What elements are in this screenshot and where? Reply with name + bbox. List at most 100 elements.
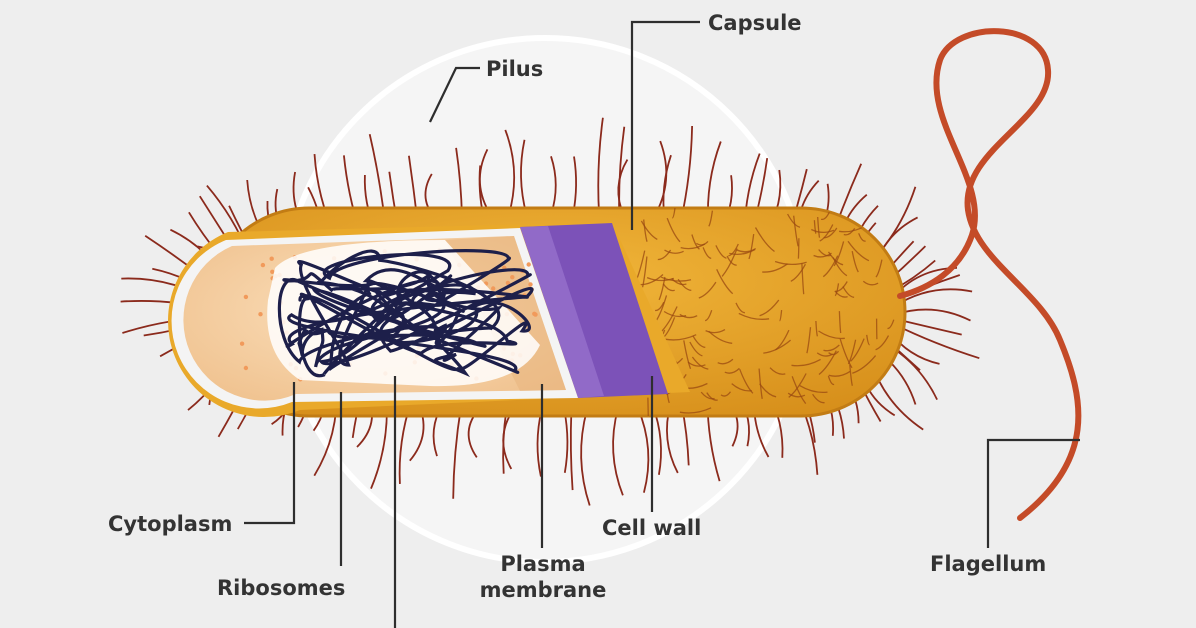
capsule-texture-stroke	[813, 252, 832, 258]
cytoplasm-leader	[244, 382, 296, 525]
capsule-texture-stroke	[762, 263, 788, 273]
capsule-texture-stroke	[698, 281, 717, 299]
capsule-texture-stroke	[660, 276, 692, 282]
ribosome-dot	[526, 262, 531, 267]
pilus-strand	[580, 409, 591, 506]
capsule-texture-stroke	[702, 247, 712, 260]
capsule-texture-stroke	[715, 245, 727, 259]
capsule-texture-stroke	[662, 283, 675, 292]
capsule-texture-stroke	[666, 217, 681, 243]
capsule-texture-stroke	[683, 340, 692, 370]
capsule-texture-stroke	[679, 313, 698, 319]
capsule-texture-stroke	[842, 286, 855, 298]
capsule-texture-stroke	[679, 407, 712, 414]
capsule-texture-stroke	[851, 250, 859, 273]
capsule-texture-stroke	[815, 320, 819, 337]
capsule-texture-stroke	[822, 255, 839, 278]
capsule-texture-stroke	[647, 397, 650, 416]
capsule-texture-stroke	[833, 241, 845, 267]
ribosome-dot	[505, 280, 511, 286]
pilus-leader	[429, 66, 480, 123]
capsule-texture-stroke	[738, 312, 770, 320]
capsule-texture-stroke	[779, 310, 783, 322]
capsule-texture-stroke	[832, 257, 848, 277]
capsule-texture-stroke	[858, 233, 866, 242]
label-pilus: Pilus	[486, 57, 543, 81]
capsule-texture-stroke	[724, 367, 740, 374]
capsule-texture-stroke	[700, 391, 715, 400]
capsule-texture-stroke	[731, 383, 752, 392]
flagellum	[897, 28, 1082, 521]
pilus-strand	[597, 117, 604, 215]
capsule-texture-stroke	[827, 375, 835, 386]
capsule-texture-stroke	[849, 364, 853, 386]
capsule-texture-stroke	[671, 278, 687, 286]
ribosome-dot	[528, 282, 533, 287]
capsule-texture-stroke	[640, 220, 658, 240]
capsule-texture-stroke	[847, 240, 870, 262]
capsule-texture-stroke	[787, 392, 806, 398]
capsule-texture-stroke	[818, 350, 837, 376]
capsule-texture-stroke	[708, 210, 714, 227]
capsule-texture-stroke	[875, 259, 883, 278]
capsule-texture-stroke	[708, 330, 733, 344]
ribosome-dot	[491, 286, 496, 291]
capsule-texture-stroke	[729, 248, 756, 255]
label-ribosomes: Ribosomes	[217, 576, 345, 600]
capsule-texture-stroke	[799, 385, 828, 394]
capsule-texture-stroke	[834, 283, 840, 297]
capsule-texture-stroke	[862, 280, 879, 286]
capsule-texture-stroke	[735, 302, 745, 314]
capsule-texture-stroke	[721, 248, 738, 277]
capsule-texture-stroke	[758, 368, 763, 400]
capsule-leader	[630, 20, 700, 230]
ribosome-dot	[243, 294, 249, 300]
capsule-texture-stroke	[774, 260, 807, 266]
capsule-texture-stroke	[657, 249, 672, 261]
ribosome-dot	[239, 341, 245, 346]
capsule-texture-stroke	[834, 290, 848, 298]
capsule-texture-stroke	[748, 234, 755, 260]
ribosome-dot	[269, 256, 274, 261]
capsule-texture-stroke	[643, 219, 648, 242]
ribosome-dot	[243, 365, 249, 371]
capsule-texture-stroke	[813, 220, 817, 234]
label-cell-wall: Cell wall	[602, 516, 701, 540]
capsule-texture-stroke	[726, 255, 737, 266]
capsule-texture-stroke	[720, 391, 732, 397]
capsule-texture-stroke	[717, 358, 734, 365]
capsule-texture-stroke	[887, 319, 895, 330]
label-capsule: Capsule	[708, 11, 802, 35]
capsule-texture-stroke	[687, 361, 706, 367]
capsule-texture-stroke	[793, 215, 799, 247]
capsule-texture-stroke	[817, 216, 821, 238]
capsule-texture-stroke	[872, 216, 892, 229]
capsule-texture-stroke	[819, 224, 834, 242]
ribosome-dot	[533, 312, 538, 317]
dna-strand	[277, 249, 534, 378]
capsule-texture-stroke	[704, 309, 713, 322]
capsule-texture-stroke	[839, 338, 853, 369]
capsule-texture-stroke	[672, 208, 676, 219]
nucleoid	[277, 249, 534, 378]
capsule-texture-stroke	[875, 335, 890, 351]
capsule-texture-stroke	[791, 376, 807, 404]
capsule-texture-stroke	[811, 228, 835, 234]
capsule-texture-stroke	[850, 338, 865, 362]
label-plasma-membrane-line2: membrane	[480, 578, 607, 602]
capsule-texture-stroke	[759, 299, 780, 317]
capsule-texture-stroke	[705, 329, 726, 334]
capsule-texture-stroke	[640, 274, 664, 286]
capsule-texture-stroke	[889, 385, 895, 395]
capsule-texture-stroke	[646, 276, 675, 282]
ribosome-dot	[260, 262, 266, 268]
capsule-texture-stroke	[852, 355, 877, 374]
capsule-texture-stroke	[658, 276, 666, 301]
capsule-texture-stroke	[828, 370, 851, 377]
capsule-texture-stroke	[866, 334, 870, 346]
capsule-texture-stroke	[763, 339, 792, 354]
label-plasma-membrane-line1: Plasma	[500, 552, 585, 576]
cell-wall-highlight	[520, 226, 604, 398]
